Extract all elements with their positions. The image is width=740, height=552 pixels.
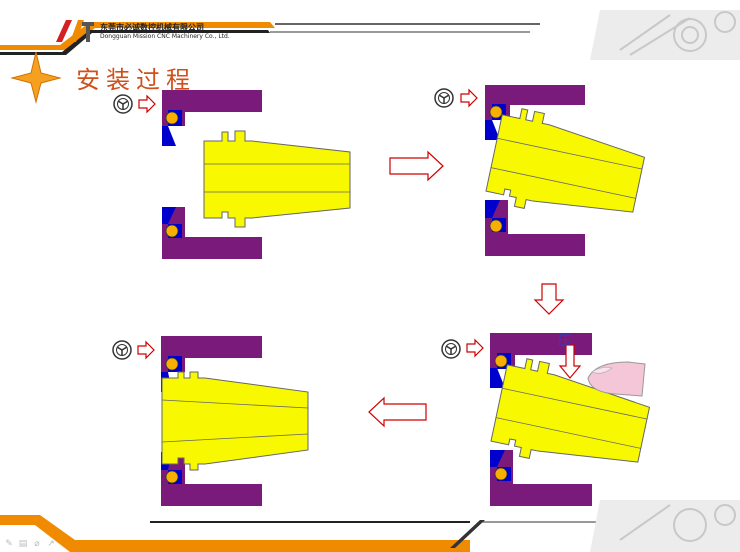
slide-title: 安装过程 [76, 66, 196, 94]
collet [490, 358, 651, 463]
collet [203, 130, 351, 228]
header-decoration [0, 10, 740, 60]
slideshow-toolbar: ✎ ▤ ⌀ ↗ [4, 538, 56, 550]
step-3-diagram [441, 333, 651, 506]
nut-top [485, 85, 585, 140]
press-label: 压 [558, 334, 572, 349]
step-4-diagram [112, 336, 309, 506]
nut-bottom [485, 200, 585, 256]
collet [485, 108, 646, 213]
steering-wheel-icon [113, 94, 133, 114]
footer-decoration [0, 500, 740, 552]
steering-wheel-icon [441, 339, 461, 359]
nut-bottom [162, 207, 262, 259]
small-arrow-icon [460, 89, 478, 107]
steering-wheel-icon [112, 340, 132, 360]
company-name-cn: 东莞市必诚数控机械有限公司 [100, 23, 204, 32]
company-name-en: Dongguan Mission CNC Machinery Co., Ltd. [100, 33, 230, 40]
small-arrow-icon [466, 339, 484, 357]
step-arrow-right-icon [389, 150, 444, 182]
small-arrow-icon [137, 341, 155, 359]
step-arrow-down-icon [533, 283, 565, 315]
company-logo-icon [56, 20, 94, 42]
small-arrow-icon [138, 95, 156, 113]
press-arrow-icon [558, 344, 582, 379]
title-star-icon [10, 51, 62, 104]
eraser-icon[interactable]: ⌀ [34, 539, 40, 549]
step-arrow-left-icon [368, 396, 427, 428]
arrow-icon[interactable]: ↗ [47, 539, 55, 549]
nut-top [162, 90, 262, 146]
slide-menu-icon[interactable]: ▤ [18, 539, 28, 549]
finger-icon [587, 361, 646, 397]
step-1-diagram [113, 90, 351, 259]
steering-wheel-icon [434, 88, 454, 108]
pen-icon[interactable]: ✎ [5, 539, 13, 549]
collet [161, 371, 309, 471]
nut-bottom [490, 450, 592, 506]
step-2-diagram [434, 85, 646, 256]
